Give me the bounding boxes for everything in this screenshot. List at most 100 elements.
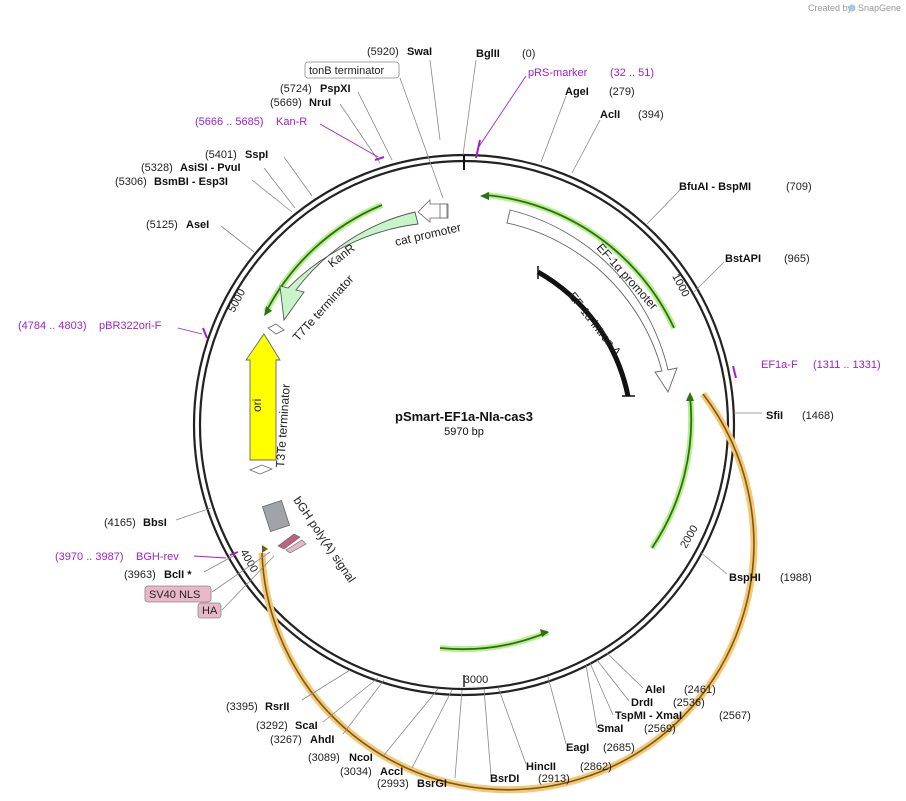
acli-pos: (394) [638,109,664,121]
bglii-leader [462,59,477,156]
alei-leader [606,652,644,689]
acci-pos: (3034) [340,766,372,778]
bbsi-label: BbsI [143,517,167,529]
rsrii-label: RsrII [265,701,289,713]
ncoi-label: NcoI [349,752,373,764]
ori-arrow [245,333,281,461]
nrui-pos: (5669) [270,97,302,109]
cat-promoter-box [439,203,448,219]
orf-arrowhead [262,545,268,553]
acci-label: AccI [380,766,403,778]
bfuai-pos: (709) [786,181,812,193]
ha-leader [221,555,275,611]
pbr322-leader [177,327,203,335]
green-right-arrowhead [686,392,694,401]
tonb-box [304,61,400,79]
bsrdi-leader [483,688,492,777]
bgh-block [261,500,291,532]
bgh-label: bGH poly(A) signal [291,494,359,585]
tag-arrow-1 [277,533,301,550]
orf-glow [258,391,758,794]
bsmbi-label: BsmBI - Esp3I [154,176,228,188]
sv40-leader [211,551,271,593]
bcli-leader [203,554,236,573]
bstapi-leader [693,261,725,293]
smai-pos: (2569) [644,723,676,735]
bstapi-pos: (965) [784,253,810,265]
ef1a-promoter-arrow [506,209,678,393]
orf-arc [261,393,755,791]
watermark-prefix: Created by [808,3,853,13]
ncoi-leader [383,688,439,756]
acci-leader [411,689,453,769]
plasmid-name: pSmart-EF1a-NIa-cas3 [395,409,533,424]
kan-r-name: Kan-R [276,116,307,128]
kan-r-range: (5666 .. 5685) [195,116,264,128]
acli-leader [571,119,601,174]
tonb-leader [399,77,444,199]
watermark-brand: SnapGene [858,3,901,13]
ef1a-promoter-label: EF-1α promoter [594,241,661,313]
tag-arrow-2 [285,539,307,554]
agei-leader [540,95,567,163]
asei-pos: (5125) [146,219,178,231]
tick-3000: 3000 [464,674,488,686]
prs-marker-leader [477,75,527,149]
eagi-pos: (2685) [603,742,635,754]
t3te-label: T3Te terminator [273,383,293,468]
alei-pos: (2461) [684,684,716,696]
pbr322-site [202,327,208,339]
swai-label: SwaI [407,46,432,58]
bcli-label: BclI * [164,569,192,581]
sspi-pos: (5401) [205,149,237,161]
hincii-pos: (2862) [580,761,612,773]
bsrgi-leader [454,689,463,779]
pbr322-range: (4784 .. 4803) [18,320,87,332]
ef1a-intron-arc [536,269,631,397]
bsrgi-label: BsrGI [417,778,447,790]
ahdi-leader [342,679,385,735]
kanr-arrow [279,211,419,322]
ha-label: HA [202,605,218,617]
bsrdi-label: BsrDI [490,773,519,785]
prs-marker-name: pRS-marker [528,67,588,79]
scai-leader [322,677,379,723]
plasmid-length: 5970 bp [444,426,484,438]
bbsi-leader [175,507,212,521]
bsphi-leader [699,551,728,575]
green-top-arc [485,194,675,329]
kan-r-site [374,156,385,161]
green-left-arrowhead [264,306,272,316]
pspxi-label: PspXI [320,83,351,95]
alei-label: AleI [645,684,665,696]
t7te-arrow [267,323,285,335]
pspxi-pos: (5724) [280,83,312,95]
ef1a-f-name: EF1a-F [761,359,798,371]
ef1a-f-site [732,365,737,379]
pspxi-leader [357,91,393,161]
sspi-label: SspI [245,149,268,161]
bsmbi-pos: (5306) [115,176,147,188]
agei-label: AgeI [565,86,589,98]
sspi-leader [283,156,313,197]
tonb-label: tonB terminator [309,65,385,77]
t3te-arrow [248,464,274,475]
tspmi-pos: (2567) [719,710,751,722]
swai-pos: (5920) [367,46,399,58]
prs-marker-site [475,139,481,159]
bsphi-pos: (1988) [780,572,812,584]
ef1a-intron-label: EF-1α intron A [566,289,624,358]
asisi-leader [263,167,296,209]
hincii-leader [497,686,527,765]
bcli-pos: (3963) [124,569,156,581]
rsrii-pos: (3395) [226,701,258,713]
rsrii-leader [301,669,351,701]
ha-box [197,602,222,619]
acli-label: AclI [600,109,620,121]
kan-r-leader [319,123,379,158]
bglii-label: BglII [476,48,500,60]
bgh-rev-name: BGH-rev [136,551,179,563]
drdi-pos: (2536) [673,697,705,709]
green-bottom-arc [439,631,549,651]
agei-pos: (279) [609,86,635,98]
